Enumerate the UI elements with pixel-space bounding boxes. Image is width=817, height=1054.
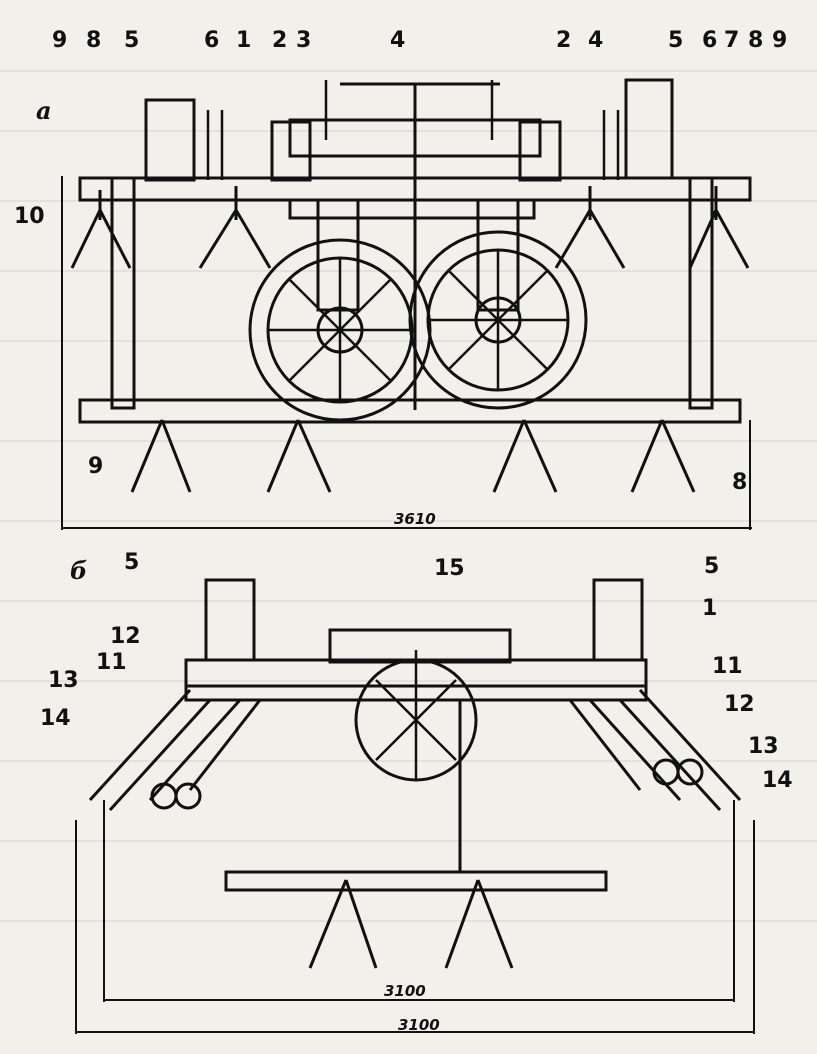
top-tines <box>70 186 750 269</box>
callout-11-left: 11 <box>96 650 127 675</box>
right-beam <box>688 176 714 410</box>
callout-11-right: 11 <box>712 654 743 679</box>
right-wheel <box>408 230 588 410</box>
panel-b-drawing <box>75 578 755 1034</box>
left-beam <box>110 176 136 410</box>
b-center-block <box>328 628 512 664</box>
inner-frame <box>288 198 536 220</box>
callout-2-right: 2 <box>556 28 572 53</box>
callout-2-left: 2 <box>272 28 288 53</box>
dimension-3100-inner: 3100 <box>384 982 426 1000</box>
b-right-hitch <box>592 578 644 662</box>
callout-14-left: 14 <box>40 706 71 731</box>
callout-5-b-right: 5 <box>704 554 720 579</box>
panel-a-drawing <box>61 78 752 530</box>
callout-15: 15 <box>434 556 465 581</box>
callout-4-left: 4 <box>390 28 406 53</box>
callout-14-right: 14 <box>762 768 793 793</box>
callout-5-right: 5 <box>668 28 684 53</box>
callout-3: 3 <box>296 28 312 53</box>
callout-8-right: 8 <box>748 28 764 53</box>
callout-6-left: 6 <box>204 28 220 53</box>
callout-5-left: 5 <box>124 28 140 53</box>
callout-5-b-left: 5 <box>124 550 140 575</box>
callout-1: 1 <box>236 28 252 53</box>
callout-13-right: 13 <box>748 734 779 759</box>
callout-6-right: 6 <box>702 28 718 53</box>
callout-7: 7 <box>724 28 740 53</box>
left-hitch-block <box>144 98 196 182</box>
callout-12-left: 12 <box>110 624 141 649</box>
b-rear-bar <box>224 870 608 892</box>
bottom-frame-bar <box>78 398 742 424</box>
callout-1-b: 1 <box>702 596 718 621</box>
callout-4-right: 4 <box>588 28 604 53</box>
callout-9-right: 9 <box>772 28 788 53</box>
callout-12-right: 12 <box>724 692 755 717</box>
callout-9-left: 9 <box>52 28 68 53</box>
callout-8-bottom: 8 <box>732 470 748 495</box>
panel-b-letter: б <box>70 556 88 585</box>
callout-8-left: 8 <box>86 28 102 53</box>
dimension-3610: 3610 <box>394 510 436 528</box>
callout-10: 10 <box>14 204 45 229</box>
callout-13-left: 13 <box>48 668 79 693</box>
bottom-tines <box>130 419 696 493</box>
b-left-hitch <box>204 578 256 662</box>
panel-a-letter: а <box>36 96 52 125</box>
dimension-3100-outer: 3100 <box>398 1016 440 1034</box>
callout-9-bottom: 9 <box>88 454 104 479</box>
right-hitch-block <box>624 78 674 180</box>
